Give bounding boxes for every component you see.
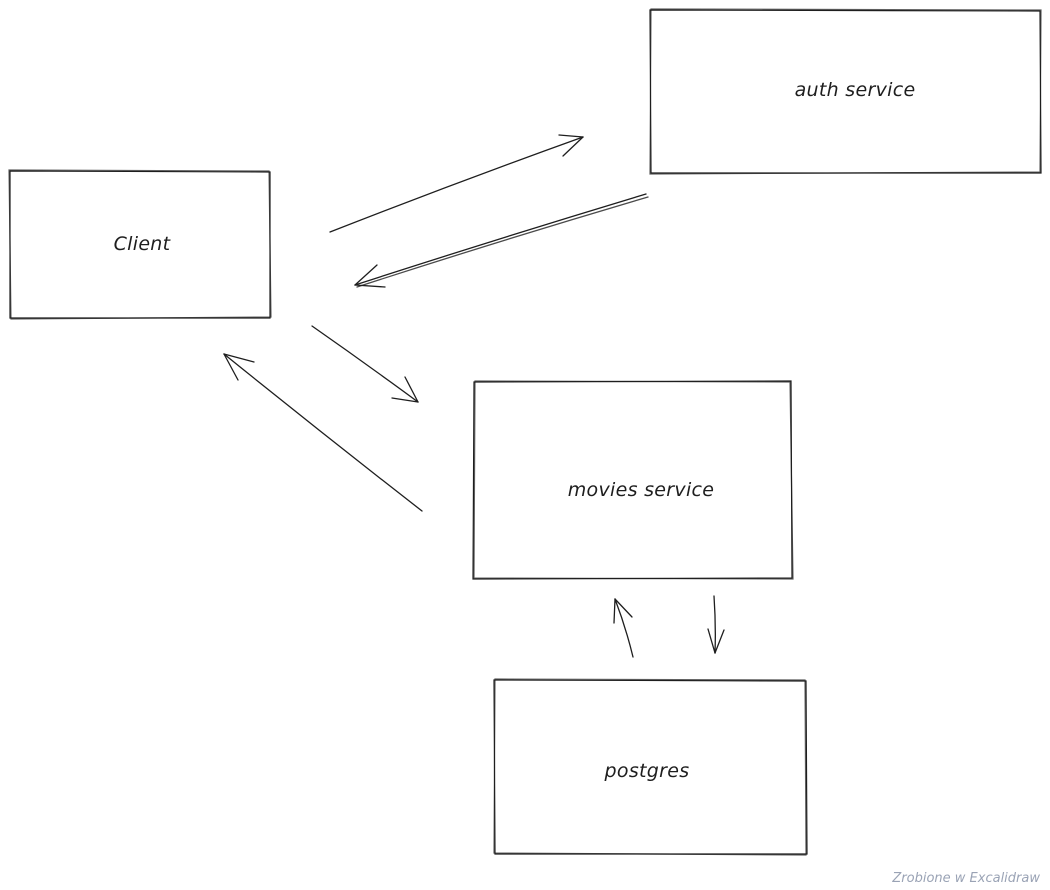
arrow-movies-to-client[interactable] [223,353,423,512]
client-label: Client [113,233,171,255]
auth-service-label: auth service [794,79,916,101]
excalidraw-watermark: Zrobione w Excalidraw [892,871,1040,886]
auth-service-box[interactable] [649,8,1042,175]
postgres-label: postgres [604,760,690,782]
postgres-box[interactable] [493,678,808,856]
arrow-movies-to-postgres[interactable] [707,595,725,654]
arrow-postgres-to-movies[interactable] [613,598,634,658]
arrow-auth-to-client[interactable] [354,193,649,288]
movies-service-label: movies service [567,479,715,501]
arrow-client-to-movies[interactable] [311,325,419,403]
client-box[interactable] [8,169,272,320]
movies-service-box[interactable] [472,380,794,580]
arrow-client-to-auth[interactable] [329,134,584,233]
